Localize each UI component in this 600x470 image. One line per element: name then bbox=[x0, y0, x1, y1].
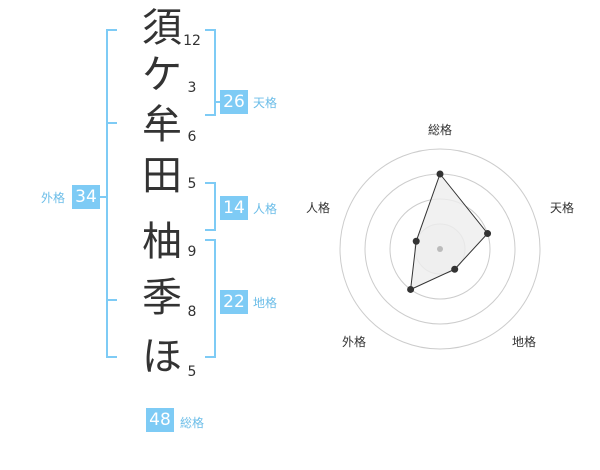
name-char-3: 牟 bbox=[142, 102, 182, 148]
tenkaku-badge: 26 bbox=[220, 90, 248, 114]
radar-ring-4 bbox=[339, 148, 541, 350]
jinkaku-bracket bbox=[205, 182, 216, 231]
gaikaku-bracket bbox=[100, 29, 117, 358]
radar-axis-label-chikaku: 地格 bbox=[511, 335, 537, 349]
stroke-count-1: 12 bbox=[183, 33, 201, 49]
jinkaku-label: 人格 bbox=[253, 202, 278, 216]
radar-axis-label-tenkaku: 天格 bbox=[549, 201, 575, 215]
stroke-count-5: 9 bbox=[187, 244, 197, 260]
stroke-count-6: 8 bbox=[187, 304, 197, 320]
radar-axis-label-jinkaku: 人格 bbox=[305, 201, 331, 215]
radar-chart bbox=[339, 148, 541, 350]
chikaku-badge: 22 bbox=[220, 290, 248, 314]
soukaku-label: 総格 bbox=[180, 416, 205, 430]
radar-point-2 bbox=[484, 230, 492, 238]
jinkaku-badge: 14 bbox=[220, 196, 248, 220]
stroke-count-2: 3 bbox=[187, 80, 197, 96]
name-char-2: ケ bbox=[142, 52, 182, 98]
radar-axis-label-soukaku: 総格 bbox=[427, 123, 453, 137]
gaikaku-label: 外格 bbox=[41, 191, 66, 205]
name-char-5: 柚 bbox=[142, 219, 182, 265]
name-char-4: 田 bbox=[142, 153, 182, 199]
gaikaku-badge: 34 bbox=[72, 185, 100, 209]
stroke-count-4: 5 bbox=[187, 176, 197, 192]
brackets bbox=[100, 29, 220, 358]
soukaku-badge: 48 bbox=[146, 408, 174, 432]
radar-point-5 bbox=[412, 237, 420, 245]
chikaku-label: 地格 bbox=[253, 296, 278, 310]
radar-center bbox=[437, 246, 443, 252]
tenkaku-bracket bbox=[205, 29, 220, 116]
radar-point-1 bbox=[436, 170, 444, 178]
radar-axis-label-gaikaku: 外格 bbox=[341, 335, 367, 349]
name-char-6: 季 bbox=[142, 275, 182, 321]
stroke-count-3: 6 bbox=[187, 129, 197, 145]
chikaku-bracket bbox=[205, 239, 216, 358]
radar-polygon bbox=[410, 172, 489, 291]
radar-point-4 bbox=[407, 285, 415, 293]
tenkaku-label: 天格 bbox=[253, 96, 278, 110]
stroke-count-7: 5 bbox=[187, 364, 197, 380]
name-char-7: ほ bbox=[142, 334, 182, 380]
name-char-1: 須 bbox=[142, 5, 182, 51]
radar-point-3 bbox=[451, 265, 459, 273]
